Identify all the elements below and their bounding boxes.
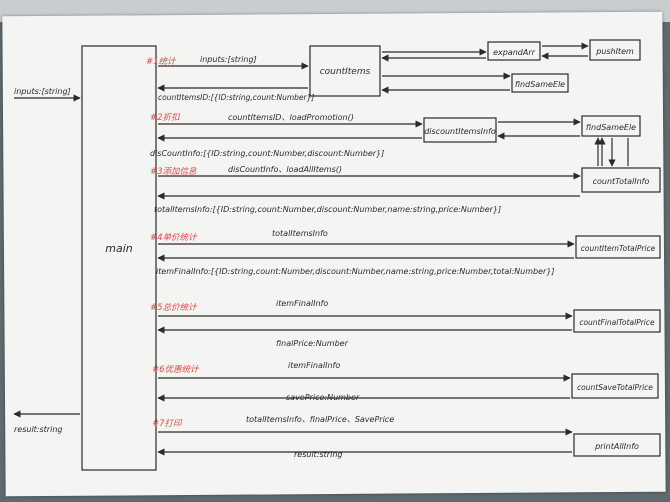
count-total-info-box — [581, 167, 661, 193]
step5-tag: #5总价统计 — [150, 302, 198, 313]
step6-tag: #6优惠统计 — [152, 364, 200, 375]
expand-arr-label: expandArr — [493, 48, 536, 57]
step1-tag: #1统计 — [146, 56, 177, 67]
step3-call-label: disCountInfo、loadAllItems() — [228, 165, 342, 174]
discount-items-info-label: discountItemsInfo — [424, 127, 496, 136]
result-label: result:string — [14, 425, 62, 434]
main-label: main — [105, 242, 133, 255]
expand-arr-box — [487, 41, 541, 61]
step3-return-label: totalItemsInfo:[{ID:string,count:Number,… — [154, 205, 501, 214]
count-item-total-price-label: countItemTotalPrice — [581, 244, 656, 253]
input-label: inputs:[string] — [14, 87, 71, 96]
find-same-ele-mid-box — [581, 115, 641, 137]
main-box — [81, 45, 157, 471]
step2-call-label: countItemsID、loadPromotion() — [228, 113, 354, 122]
count-final-total-price-box — [573, 309, 661, 333]
step7-call-label: totalItemsInfo、finalPrice、SavePrice — [246, 415, 394, 424]
step2-return-label: disCountInfo:[{ID:string,count:Number,di… — [150, 149, 384, 158]
count-save-total-price-label: countSaveTotalPrice — [577, 383, 653, 392]
count-final-total-price-label: countFinalTotalPrice — [579, 318, 655, 327]
count-items-label: countItems — [320, 67, 371, 77]
discount-items-info-box — [423, 117, 497, 143]
step4-return-label: itemFinalInfo:[{ID:string,count:Number,d… — [156, 267, 555, 276]
step5-return-label: finalPrice:Number — [276, 339, 349, 348]
step1-call-label: inputs:[string] — [200, 55, 257, 64]
find-same-ele-top-box — [511, 73, 569, 93]
count-total-info-label: countTotalInfo — [593, 177, 650, 186]
step6-return-label: savePrice:Number — [286, 393, 360, 402]
step1-return-label: countItemsID:[{ID:string,count:Number}] — [158, 93, 314, 102]
find-same-ele-top-label: findSameEle — [515, 80, 565, 89]
print-all-info-box — [573, 433, 661, 457]
push-item-label: pushItem — [595, 47, 634, 56]
step6-call-label: itemFinalInfo — [288, 361, 340, 370]
step7-return-label: result:string — [294, 450, 342, 459]
print-all-info-label: printAllInfo — [594, 442, 639, 451]
step3-tag: #3添加信息 — [150, 166, 197, 177]
push-item-box — [589, 39, 641, 61]
step7-tag: #7打印 — [152, 418, 183, 429]
step4-tag: #4单价统计 — [150, 232, 198, 243]
step4-call-label: totalItemsInfo — [272, 229, 328, 238]
count-save-total-price-box — [571, 373, 659, 399]
find-same-ele-mid-label: findSameEle — [586, 123, 636, 132]
step2-tag: #2折扣 — [150, 112, 181, 123]
step5-call-label: itemFinalInfo — [276, 299, 328, 308]
count-items-box — [309, 45, 381, 97]
count-item-total-price-box — [575, 235, 661, 259]
